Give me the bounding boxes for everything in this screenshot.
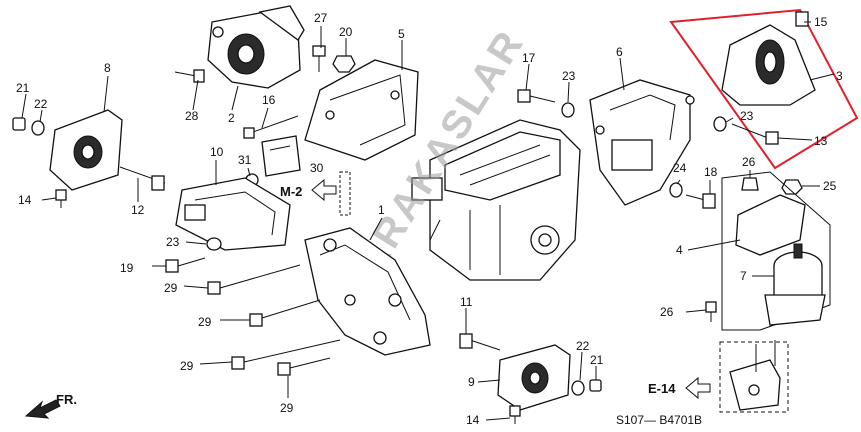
- callout-23-box: 23: [740, 109, 754, 123]
- callout-6: 6: [616, 45, 623, 59]
- part-23-washer-box: [713, 116, 727, 132]
- part-2-mount: [207, 5, 305, 89]
- callout-29-b: 29: [198, 315, 212, 329]
- part-25-nut: [781, 179, 803, 195]
- part-24-washer: [669, 182, 683, 198]
- part-18-bolt: [685, 193, 716, 209]
- part-12-bolt: [119, 166, 166, 191]
- part-28-bolt: [174, 69, 205, 83]
- callout-26-bottom: 26: [660, 305, 674, 319]
- callout-4: 4: [676, 243, 683, 257]
- part-14-bolt-left: [55, 189, 67, 208]
- callout-28: 28: [185, 109, 199, 123]
- callout-13: 13: [814, 134, 828, 148]
- callout-29-a: 29: [164, 281, 178, 295]
- callout-14-left: 14: [18, 193, 32, 207]
- callout-11: 11: [460, 295, 473, 309]
- part-30-bracket: [261, 135, 301, 177]
- e14-reference: E-14: [648, 376, 711, 400]
- callout-5: 5: [398, 27, 405, 41]
- callout-21-left: 21: [16, 81, 30, 95]
- part-1-bracket: [304, 227, 431, 356]
- part-5-bracket: [304, 59, 419, 161]
- leader-lines: [21, 21, 835, 421]
- part-23-washer-left: [206, 237, 222, 251]
- part-26-bolt-bottom: [705, 301, 717, 322]
- callout-7: 7: [740, 269, 747, 283]
- callout-19: 19: [120, 261, 134, 275]
- callout-1: 1: [378, 203, 385, 217]
- e14-inset: [719, 340, 789, 413]
- callout-10: 10: [210, 145, 224, 159]
- part-4-assembly: [721, 171, 831, 331]
- part-26-nut-top: [741, 177, 759, 191]
- callout-23-left: 23: [166, 235, 180, 249]
- svg-text:E-14: E-14: [648, 381, 676, 396]
- part-29-bolt-c: [231, 339, 341, 370]
- highlight-outline: [669, 8, 859, 170]
- part-15-bolt: [795, 11, 809, 27]
- part-13-bolt-head: [765, 131, 779, 145]
- part-29-bolt-a: [207, 264, 301, 295]
- part-21-nut-left: [12, 117, 26, 131]
- callout-22-bottom: 22: [576, 339, 590, 353]
- callout-29-c: 29: [180, 359, 194, 373]
- front-direction-arrow: FR.: [24, 392, 77, 419]
- callout-16: 16: [262, 93, 276, 107]
- callout-31: 31: [238, 153, 252, 167]
- part-9-mount: [497, 344, 571, 411]
- callout-12: 12: [131, 203, 145, 217]
- callout-8: 8: [104, 61, 111, 75]
- part-17-bolt: [517, 89, 556, 103]
- part-22-washer-bottom: [571, 380, 585, 396]
- part-10-bracket: [175, 177, 291, 251]
- part-4-upper-bracket: [735, 194, 806, 256]
- callout-2: 2: [228, 111, 235, 125]
- callout-22-left: 22: [34, 97, 48, 111]
- callout-23-center: 23: [562, 69, 576, 83]
- part-29-bolt-d: [277, 357, 331, 376]
- callout-21-bottom: 21: [590, 353, 604, 367]
- callout-29-d: 29: [280, 401, 294, 415]
- svg-text:FR.: FR.: [56, 392, 77, 407]
- callout-17: 17: [522, 51, 536, 65]
- part-8-mount: [49, 109, 123, 191]
- part-11-bolt: [459, 333, 501, 351]
- callout-24: 24: [673, 161, 687, 175]
- part-29-bolt-b: [249, 299, 321, 327]
- callout-20: 20: [339, 25, 353, 39]
- callout-9: 9: [468, 375, 475, 389]
- part-23-washer-center: [561, 102, 575, 118]
- highlight-box-part-3: [669, 8, 859, 170]
- m2-bolt: [339, 171, 351, 216]
- part-6-bracket: [589, 79, 695, 206]
- callout-30: 30: [310, 161, 324, 175]
- callout-labels: 27 20 5 15 3 21 22 8 28 2 16 17 23 6 23 …: [16, 11, 843, 427]
- callout-14-bottom: 14: [466, 413, 480, 427]
- svg-text:M-2: M-2: [280, 184, 302, 199]
- part-22-washer-left: [31, 120, 45, 136]
- part-21-nut-bottom: [589, 379, 602, 392]
- part-13-bolt-shaft: [731, 123, 769, 139]
- callout-27: 27: [314, 11, 328, 25]
- callout-18: 18: [704, 165, 718, 179]
- footer-code: S107— B4701B: [616, 413, 702, 427]
- callout-3: 3: [836, 69, 843, 83]
- callout-15: 15: [814, 15, 828, 29]
- part-20-nut: [332, 55, 356, 73]
- callout-26-top: 26: [742, 155, 756, 169]
- callout-25: 25: [823, 179, 837, 193]
- engine-block: [411, 119, 581, 281]
- part-14-bolt-bottom: [509, 405, 521, 424]
- m2-reference: M-2: [280, 171, 351, 216]
- part-27-bolt: [312, 45, 326, 72]
- part-19-bolt: [165, 257, 206, 273]
- part-16-bolt: [243, 115, 299, 139]
